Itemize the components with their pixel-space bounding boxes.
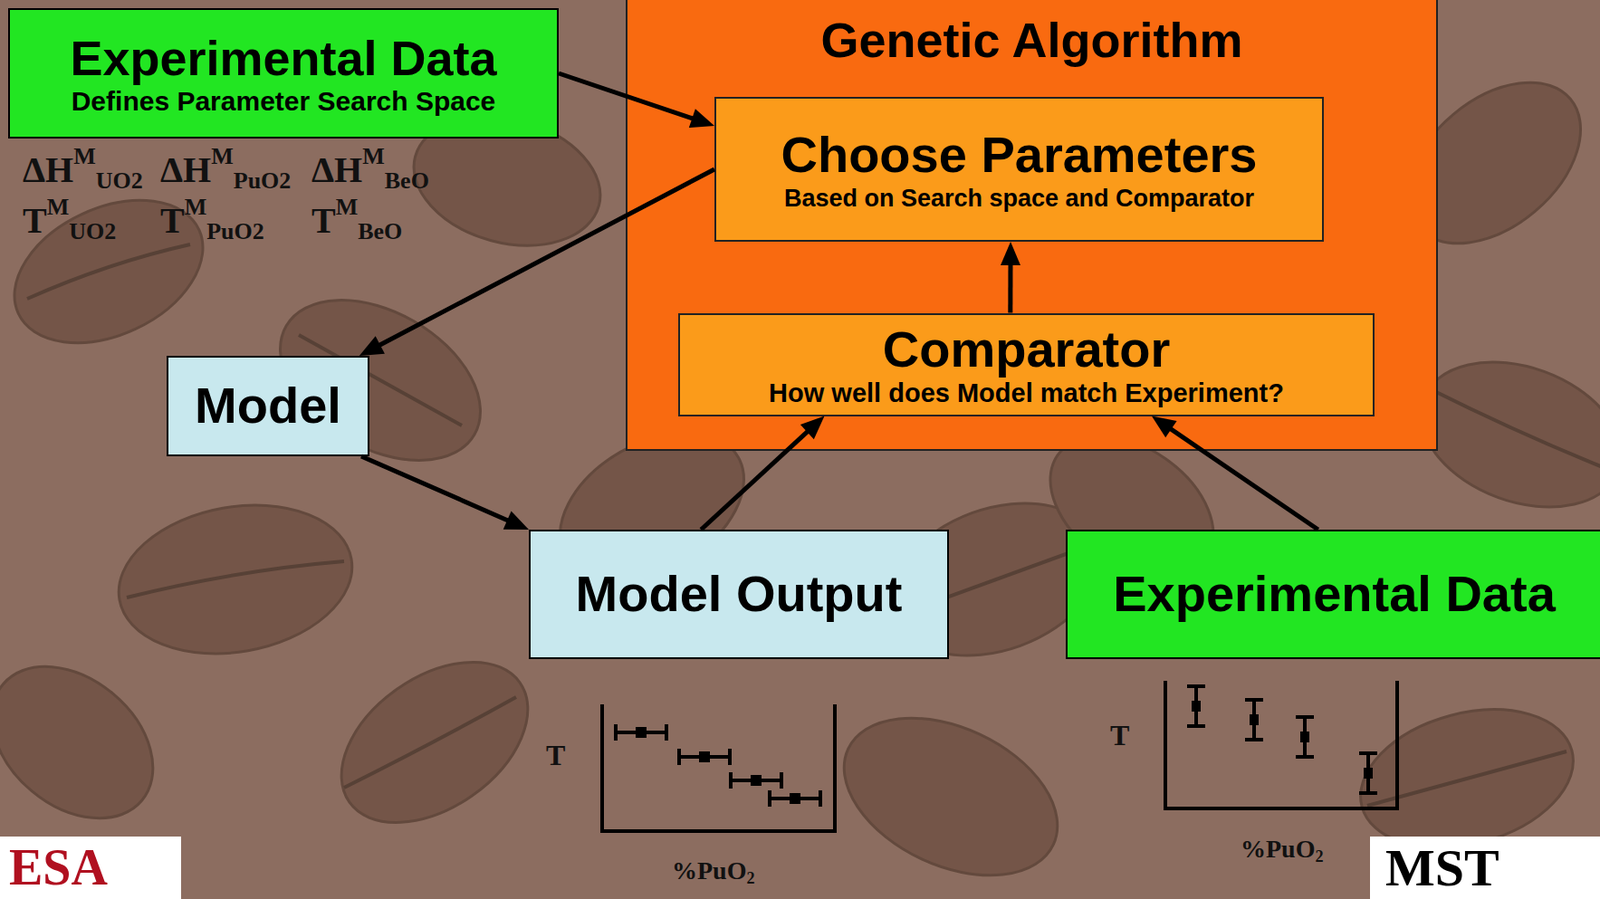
superscript: M [362,143,385,170]
algorithm-region: Genetic AlgorithmChoose ParametersBased … [625,0,1438,451]
label-text: T [22,200,48,241]
error-bar [1245,699,1264,740]
connector-line [361,456,511,522]
error-bar [679,748,730,766]
error-bar [1359,753,1378,794]
parameter-label: ΔHMPuO2 [160,144,291,193]
box-title: Model Output [575,565,903,623]
data-point [750,775,762,786]
superscript: M [47,193,70,221]
data-box: Experimental Data [1065,529,1600,660]
label-text: ESA [9,839,108,896]
data-point [1300,731,1310,743]
chart-axes [1165,680,1398,809]
model-output-points [635,727,801,805]
experimental-chart [1165,680,1398,809]
data-point [789,793,801,805]
error-bar [730,772,782,789]
connector-line [1007,261,1013,314]
logo-background [0,836,182,899]
parameter-label: TMPuO2 [160,195,265,244]
data-point [699,751,710,763]
arrow-connector [700,416,824,531]
superscript: M [73,143,96,170]
experimental-points [1191,700,1373,779]
error-bar [615,724,667,741]
box-subtitle: How well does Model match Experiment? [768,378,1284,409]
chart-axes [602,704,835,832]
subscript: PuO2 [233,167,292,194]
superscript: M [335,193,359,221]
axis-label: %PuO2 [671,858,756,888]
data-point [1191,700,1201,712]
box-title: Model [194,376,342,435]
label-text: ΔH [22,149,74,191]
label-text: MST [1385,838,1500,898]
parameter-label: TMBeO [311,195,403,244]
data-point [1363,767,1373,779]
arrowhead [800,416,825,441]
subscript: UO2 [68,218,116,245]
process-box: Choose ParametersBased on Search space a… [714,96,1324,242]
model-box: Model [166,355,370,457]
arrow-connector [361,456,529,530]
label-text: %PuO [671,856,747,885]
arrowhead [1151,416,1178,439]
output-box: Model Output [528,529,949,660]
box-subtitle: Defines Parameter Search Space [71,86,497,118]
connector-line [558,73,696,120]
process-box: ComparatorHow well does Model match Expe… [678,313,1375,417]
data-box: Experimental DataDefines Parameter Searc… [8,8,559,139]
label-text: ΔH [311,149,363,191]
box-title: Experimental Data [1112,565,1556,623]
subscript: 2 [746,869,755,888]
box-title: Genetic Algorithm [627,0,1437,68]
connector-line [376,169,715,347]
error-bar [1295,717,1314,757]
arrowhead [1000,241,1021,266]
subscript: PuO2 [206,218,265,245]
arrowhead [689,108,715,128]
box-subtitle: Based on Search space and Comparator [784,184,1255,213]
box-title: Choose Parameters [780,125,1257,184]
logo-text: MST [1385,842,1500,895]
model-output-chart [602,704,835,832]
label-text: %PuO [1240,834,1315,863]
arrowhead [359,335,385,356]
box-title: Comparator [882,320,1170,379]
subscript: 2 [1314,847,1323,866]
label-text: T [546,738,566,772]
subscript: BeO [384,167,430,194]
data-point [635,727,647,738]
logo-background [1370,836,1600,899]
arrow-connector [558,73,715,128]
arrow-connector [359,169,715,356]
logo-text: ESA [9,842,108,893]
label-text: T [311,200,336,241]
data-point [1249,714,1259,726]
parameter-label: ΔHMBeO [311,144,430,193]
box-title: Experimental Data [69,29,497,87]
parameter-label: ΔHMUO2 [22,144,144,193]
label-text: ΔH [160,149,211,191]
axis-label: T [546,740,566,770]
superscript: M [210,143,234,170]
axis-label: T [1110,720,1130,750]
label-text: T [1110,718,1130,752]
superscript: M [184,193,208,221]
arrow-connector [1151,416,1319,531]
connector-line [700,429,810,530]
error-bar [769,790,821,807]
connector-line [1168,427,1319,530]
label-text: T [160,200,185,241]
axis-label: %PuO2 [1240,836,1324,866]
arrow-connector [1000,241,1021,314]
subscript: UO2 [95,167,144,194]
parameter-label: TMUO2 [22,195,116,244]
subscript: BeO [357,218,403,245]
arrowhead [503,510,529,530]
error-bar [1187,686,1206,727]
